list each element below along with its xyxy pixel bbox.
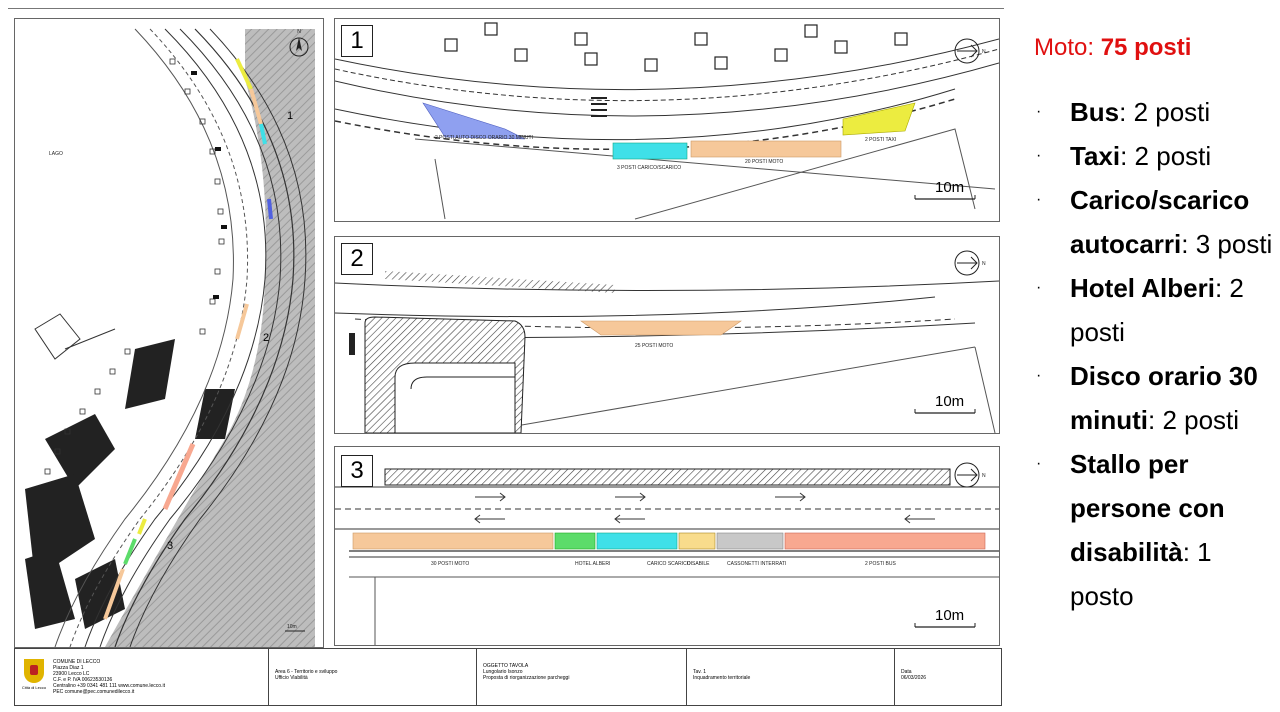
org-vat: C.F. e P. IVA 00623530136: [53, 677, 113, 683]
data-label: Data: [901, 669, 912, 675]
title-block-oggetto: OGGETTO TAVOLA Lungolario Isonzo Propost…: [477, 649, 687, 705]
item-value: : 1 posto: [1070, 537, 1212, 611]
label-cassonetti: CASSONETTI INTERRATI: [727, 561, 786, 567]
title-block: Città di Lecco COMUNE DI LECCO Piazza Di…: [14, 648, 1002, 706]
label-hotel: HOTEL ALBERI: [575, 561, 610, 567]
list-item: · Taxi: 2 posti: [1016, 134, 1276, 178]
title-block-org: Città di Lecco COMUNE DI LECCO Piazza Di…: [15, 649, 269, 705]
item-label: Stallo per persone con disabilità: [1070, 449, 1225, 567]
oggetto-description: Proposta di riorganizzazione parcheggi: [483, 675, 570, 681]
label-moto: 20 POSTI MOTO: [745, 159, 783, 165]
label-taxi: 2 POSTI TAXI: [865, 137, 896, 143]
item-label: Disco orario 30 minuti: [1070, 361, 1258, 435]
label-carico-panel3: CARICO SCARICO: [647, 561, 691, 567]
org-pec: PEC comune@pec.comunedilecco.it: [53, 689, 135, 695]
map-scale-label: 10m: [287, 624, 297, 630]
zone-label-1: 1: [287, 110, 293, 122]
panel-number-2: 2: [341, 243, 373, 275]
top-rule: [8, 8, 1004, 9]
label-bus: 2 POSTI BUS: [865, 561, 897, 567]
label-carico-scarico: 3 POSTI CARICO/SCARICO: [617, 165, 681, 171]
label-disco-orario: 2 POSTI AUTO DISCO ORARIO 30 MINUTI: [435, 135, 533, 141]
bullet: ·: [1036, 103, 1042, 120]
svg-text:N: N: [982, 49, 986, 55]
panel-scale-1: 10m: [935, 179, 965, 196]
item-value: : 2 posti: [1120, 141, 1212, 171]
list-item: · Disco orario 30 minuti: 2 posti: [1016, 354, 1276, 442]
panel-scale-2: 10m: [935, 393, 965, 410]
item-label: Carico/scarico autocarri: [1070, 185, 1250, 259]
label-moto-panel2: 25 POSTI MOTO: [635, 343, 673, 349]
data-value: 06/03/2026: [901, 675, 927, 681]
panel-number-3: 3: [341, 455, 373, 487]
crest-caption: Città di Lecco: [21, 685, 47, 690]
bullet: ·: [1036, 191, 1042, 208]
item-value: : 3 posti: [1181, 229, 1273, 259]
panel-number-1: 1: [341, 25, 373, 57]
zone-label-2: 2: [263, 332, 269, 344]
title-block-data: Data 06/03/2026: [895, 649, 999, 705]
item-value: : 2 posti: [1148, 405, 1240, 435]
parking-summary: Moto: 75 posti ·Bus: 2 posti ·Taxi: 2 po…: [1016, 34, 1276, 618]
lake-label: LAGO: [49, 151, 63, 157]
title-block-area: Area 6 - Territorio e sviluppo Ufficio V…: [269, 649, 477, 705]
org-phone: Centralino +39 0341 481 111 www.comune.l…: [53, 683, 165, 689]
area-office: Ufficio Viabilità: [275, 675, 308, 681]
parking-list: ·Bus: 2 posti ·Taxi: 2 posti ·Carico/sca…: [1016, 90, 1276, 618]
list-item: · Carico/scarico autocarri: 3 posti: [1016, 178, 1276, 266]
item-value: : 2 posti: [1119, 97, 1211, 127]
bullet: ·: [1036, 279, 1042, 296]
moto-total: Moto: 75 posti: [1034, 34, 1276, 62]
label-moto-panel3: 30 POSTI MOTO: [431, 561, 469, 567]
detail-panel-2: 25 POSTI MOTO N 2 10m: [334, 236, 1000, 434]
oggetto-heading: OGGETTO TAVOLA: [483, 663, 529, 669]
bullet: ·: [1036, 367, 1042, 384]
svg-text:N: N: [297, 29, 301, 35]
list-item: · Stallo per persone con disabilità: 1 po…: [1016, 442, 1276, 618]
moto-label: Moto:: [1034, 34, 1101, 61]
org-address: Piazza Diaz 1: [53, 665, 84, 671]
moto-value: 75 posti: [1100, 34, 1192, 61]
svg-text:N: N: [982, 473, 986, 479]
org-name: COMUNE DI LECCO: [53, 659, 101, 665]
bullet: ·: [1036, 455, 1042, 472]
detail-panel-1: 2 POSTI AUTO DISCO ORARIO 30 MINUTI 3 PO…: [334, 18, 1000, 222]
bullet: ·: [1036, 147, 1042, 164]
zone-label-3: 3: [167, 540, 173, 552]
area-name: Area 6 - Territorio e sviluppo: [275, 669, 338, 675]
oggetto-place: Lungolario Isonzo: [483, 669, 523, 675]
city-crest: Città di Lecco: [21, 659, 47, 695]
overview-map: N LAGO 1 2 3 10m: [14, 18, 324, 648]
item-label: Taxi: [1070, 141, 1121, 171]
org-city: 23900 Lecco LC: [53, 671, 90, 677]
tav-description: Inquadramento territoriale: [693, 675, 751, 681]
item-label: Bus: [1070, 97, 1120, 127]
label-disabile: DISABILE: [687, 561, 710, 567]
panel-scale-3: 10m: [935, 607, 965, 624]
item-value: : 2 posti: [1070, 273, 1244, 347]
list-item: · Bus: 2 posti: [1016, 90, 1276, 134]
item-label: Hotel Alberi: [1070, 273, 1215, 303]
list-item: · Hotel Alberi: 2 posti: [1016, 266, 1276, 354]
detail-panel-3: 30 POSTI MOTO HOTEL ALBERI CARICO SCARIC…: [334, 446, 1000, 646]
svg-text:N: N: [982, 261, 986, 267]
title-block-tav: Tav. 1 Inquadramento territoriale: [687, 649, 895, 705]
tav-number: Tav. 1: [693, 669, 706, 675]
